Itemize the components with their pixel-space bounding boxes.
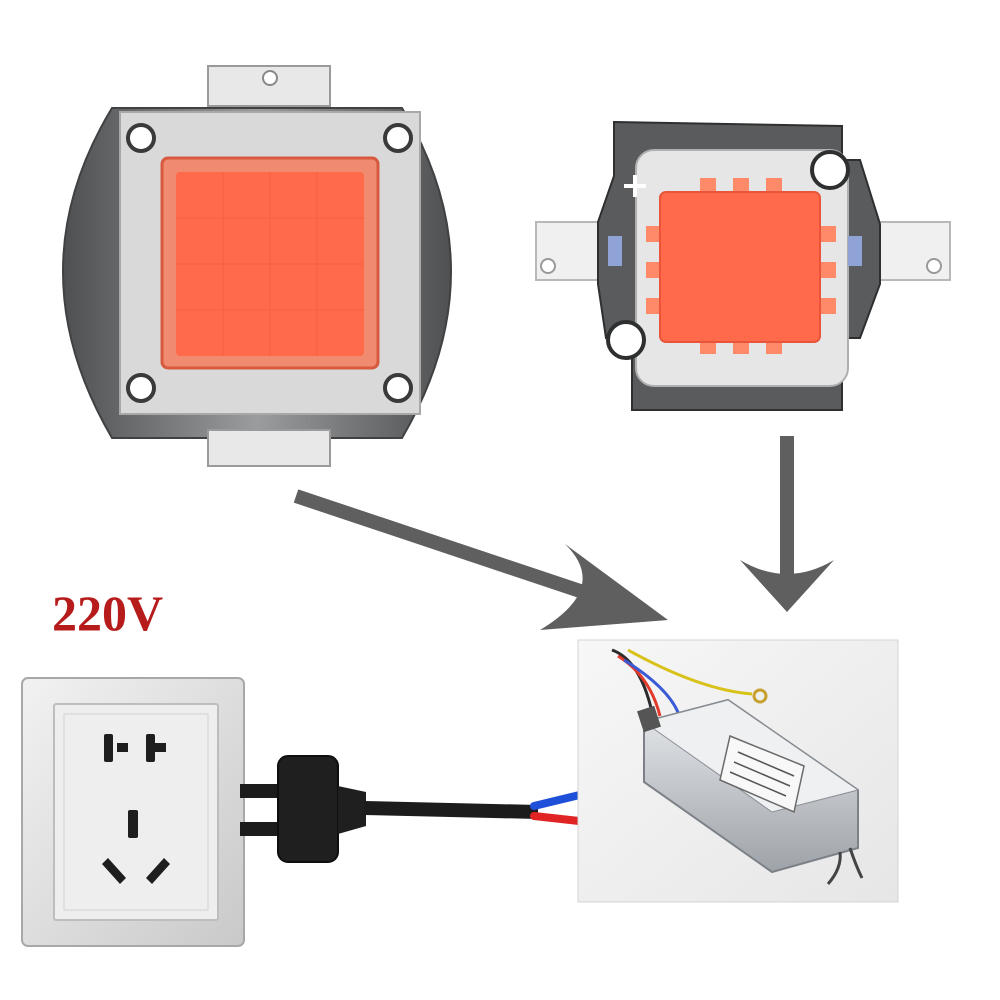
large-led-bottom-tab (207, 429, 331, 467)
mount-hole-icon (383, 123, 413, 153)
cross-mark-icon (624, 175, 646, 197)
arrow-small-led-to-driver (740, 436, 834, 612)
three-pin-slots-icon (102, 810, 170, 884)
mount-hole-icon (606, 320, 646, 360)
wall-power-socket (21, 677, 245, 947)
arrow-large-led-to-driver (293, 489, 668, 630)
mount-hole-icon (810, 150, 850, 190)
pad-icon (848, 236, 862, 266)
arrow-head-icon (540, 544, 668, 630)
small-led-emitter (659, 191, 821, 343)
pad-icon (608, 236, 622, 266)
led-driver-power-supply (577, 639, 899, 903)
small-cob-led-chip (535, 120, 951, 411)
mount-hole-icon (126, 123, 156, 153)
large-cob-led-chip (62, 65, 452, 467)
mount-hole-icon (126, 373, 156, 403)
power-plug (240, 755, 366, 863)
ring-terminal-icon (752, 688, 768, 704)
two-pin-slots-icon (104, 734, 166, 762)
mount-hole-icon (383, 373, 413, 403)
voltage-label: 220V (52, 585, 164, 641)
arrow-head-icon (740, 560, 834, 612)
